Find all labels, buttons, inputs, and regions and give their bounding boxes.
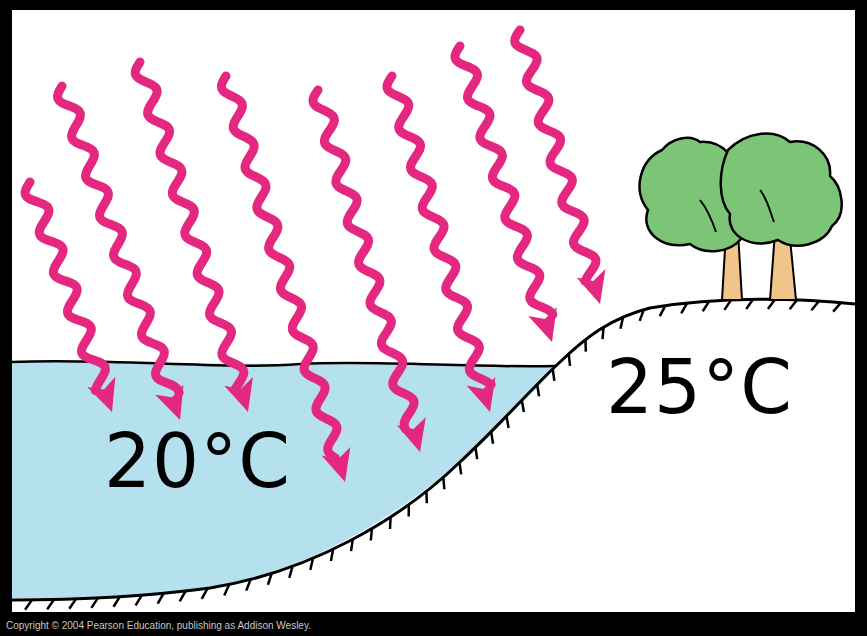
hatch-mark [681,303,687,313]
hatch-mark [584,340,587,352]
ray-arrowhead [155,385,183,420]
ray-line [58,86,180,393]
hatch-mark [389,517,392,529]
sunlight-rays [25,30,605,482]
hatch-mark [136,595,142,605]
sun-ray [515,30,606,304]
ray-line [221,76,337,458]
temperature-label: 20°C [104,418,291,504]
hatch-mark [746,299,753,309]
hatch-mark [425,491,428,503]
tree-canopy [721,134,842,246]
ray-line [313,90,414,429]
hatch-mark [351,539,353,551]
hatch-mark [224,584,229,595]
water-body [12,362,556,599]
hatch-mark [180,591,186,601]
hatch-mark [310,558,313,570]
hatch-mark [660,306,666,317]
ray-arrowhead [224,377,253,412]
hatch-mark [553,369,555,381]
hatch-mark [620,317,623,329]
hatch-mark [507,416,509,428]
hatch-mark [289,566,292,578]
hatch-mark [602,327,603,339]
hatch-mark [246,579,250,590]
ray-arrowhead [397,417,426,452]
hatch-mark [537,384,539,396]
temperature-label: 25°C [606,344,793,430]
hatch-mark [460,462,462,474]
sun-ray [313,90,426,452]
trees [640,134,842,300]
hatch-mark [371,529,372,541]
ray-line [135,62,244,389]
ray-arrowhead [577,269,606,304]
hatch-mark [268,573,272,584]
ray-line [515,30,596,281]
hatch-mark [25,600,32,610]
hatch-mark [47,599,54,609]
hatch-mark [202,588,208,599]
ray-arrowhead [528,307,557,342]
hatch-mark [443,477,444,489]
hatch-mark [158,593,164,603]
drawing-area [12,10,855,612]
hatch-mark [790,300,797,309]
hatch-mark [703,301,709,311]
sun-ray [387,76,495,412]
copyright-note: Copyright © 2004 Pearson Education, publ… [6,620,311,631]
hatch-mark [114,597,120,607]
hatch-mark [407,505,410,517]
hatch-mark [331,549,333,561]
ground-line [12,299,855,600]
hatch-mark [69,599,76,609]
hatch-mark [811,301,819,310]
hatch-mark [491,432,493,444]
ray-arrowhead [467,377,496,412]
hatch-mark [522,400,524,412]
hatch-mark [91,598,98,608]
tree-branch [700,190,774,232]
hatch-mark [833,303,841,312]
ray-line [387,76,491,385]
hatch-mark [476,447,478,459]
hatch-mark [640,310,644,321]
ray-line [25,182,105,390]
ray-arrowhead [87,377,115,412]
hatch-mark [569,354,570,366]
ray-arrowhead [322,447,351,482]
hatch-mark [724,300,731,310]
